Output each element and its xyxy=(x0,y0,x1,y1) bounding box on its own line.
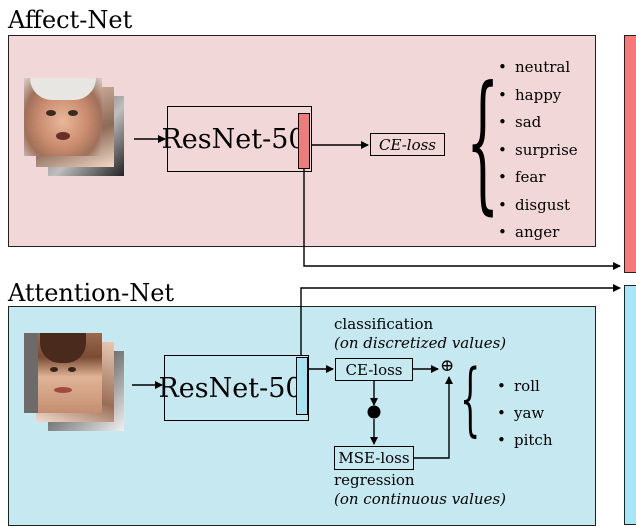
class-item: neutral xyxy=(498,54,578,82)
output-item: pitch xyxy=(497,427,553,454)
output-item: yaw xyxy=(497,400,553,427)
attention-resnet-label: ResNet-50 xyxy=(158,372,303,404)
mse-loss-label: MSE-loss xyxy=(338,449,410,467)
attention-ce-loss-box: CE-loss xyxy=(335,358,413,381)
affect-ce-loss-label: CE-loss xyxy=(379,135,436,154)
affect-class-brace: { xyxy=(466,55,500,229)
face-image-front xyxy=(24,78,102,156)
arrow-affect-to-output xyxy=(303,169,621,270)
regression-note: (on continuous values) xyxy=(334,490,507,508)
softmax-node xyxy=(367,405,381,419)
attention-output-list: roll yaw pitch xyxy=(497,373,553,454)
attention-feature-vector xyxy=(296,357,308,415)
classification-label: classification xyxy=(334,315,434,333)
arrow-mse-to-combine xyxy=(414,376,453,459)
affect-resnet-label: ResNet-50 xyxy=(161,123,306,155)
face-image-front xyxy=(24,333,102,413)
affect-class-list: neutral happy sad surprise fear disgust … xyxy=(498,54,578,247)
affect-ce-loss-box: CE-loss xyxy=(370,133,445,156)
class-item: happy xyxy=(498,82,578,110)
mse-loss-box: MSE-loss xyxy=(334,446,414,470)
combine-symbol: ⊕ xyxy=(440,356,455,376)
regression-label: regression xyxy=(334,471,415,489)
affect-net-title: Affect-Net xyxy=(8,6,133,34)
attention-resnet-box: ResNet-50 xyxy=(158,355,309,421)
output-item: roll xyxy=(497,373,553,400)
affect-feature-vector xyxy=(298,113,310,169)
attention-ce-loss-label: CE-loss xyxy=(345,360,403,379)
class-item: anger xyxy=(498,219,578,247)
class-item: disgust xyxy=(498,192,578,220)
attention-face-stack xyxy=(24,333,134,433)
arrow-attention-to-output xyxy=(300,284,621,356)
affect-output-bar xyxy=(624,35,636,273)
connectors xyxy=(132,135,621,459)
class-item: sad xyxy=(498,109,578,137)
attention-net-title: Attention-Net xyxy=(8,279,175,307)
classification-note: (on discretized values) xyxy=(334,334,507,352)
affect-face-stack xyxy=(24,78,134,178)
class-item: surprise xyxy=(498,137,578,165)
class-item: fear xyxy=(498,164,578,192)
attention-output-brace: { xyxy=(460,352,481,445)
affect-resnet-box: ResNet-50 xyxy=(161,106,312,172)
